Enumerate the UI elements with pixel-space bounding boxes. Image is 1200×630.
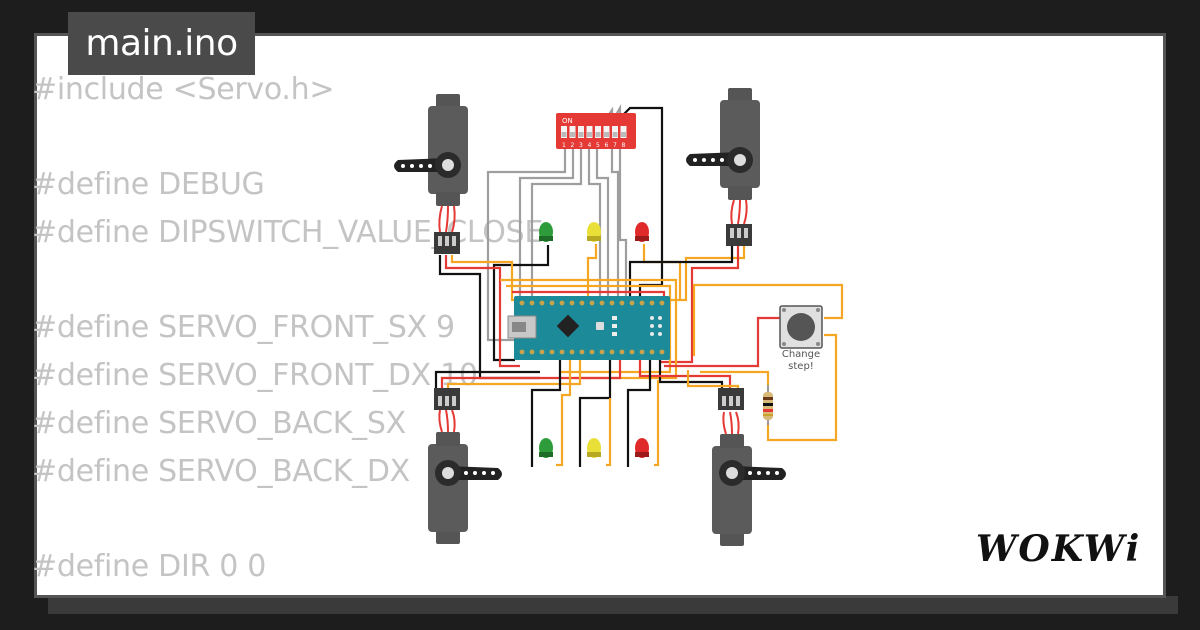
wire-resistor-top <box>700 370 770 385</box>
wire-led-y-bot-o <box>606 398 612 467</box>
header-pin <box>589 300 595 306</box>
dip-number: 7 <box>613 142 617 149</box>
header-pin <box>579 300 585 306</box>
button-label-line1: Change <box>781 349 821 360</box>
dip-number: 2 <box>571 142 575 149</box>
led-red-top <box>635 222 649 242</box>
wire-servo-bl-orange <box>446 360 582 388</box>
header-pin <box>589 349 595 355</box>
wire-button-bot <box>766 333 838 442</box>
header-pin <box>559 349 565 355</box>
dip-on-label: ON <box>562 117 573 125</box>
header-pin <box>599 300 605 306</box>
dip-number: 1 <box>562 142 566 149</box>
wire-dip-1 <box>486 148 567 342</box>
wire-servo-tr-orange <box>660 246 746 302</box>
wire-led-g-bot-o <box>556 360 572 467</box>
wire-dip-5 <box>595 148 610 300</box>
header-pin <box>539 349 545 355</box>
mcu-chip <box>556 314 580 338</box>
code-line: #define DEBUG <box>32 167 265 203</box>
led-yellow-bottom <box>587 438 601 458</box>
header-pin <box>529 300 535 306</box>
header-pin <box>629 300 635 306</box>
dip-number: 5 <box>596 142 600 149</box>
change-step-button[interactable] <box>779 305 823 349</box>
page-shadow <box>48 596 1178 614</box>
header-pin <box>559 300 565 306</box>
header-pin <box>549 349 555 355</box>
wire-led-g-bot <box>530 360 562 467</box>
header-pin <box>569 300 575 306</box>
file-tab[interactable]: main.ino <box>68 12 255 75</box>
header-pin <box>579 349 585 355</box>
header-pin <box>519 349 525 355</box>
wokwi-logo: WOKWi <box>976 528 1142 570</box>
header-pin <box>549 300 555 306</box>
wire-dip-4 <box>587 148 602 300</box>
header-pin <box>639 349 645 355</box>
button-label-line2: step! <box>788 361 814 372</box>
led-red-bottom <box>635 438 649 458</box>
servo-back-right[interactable] <box>712 388 786 546</box>
wire-servo-tl-red <box>444 255 520 368</box>
led-green-bottom <box>539 438 553 458</box>
code-line: #define SERVO_FRONT_SX 9 <box>32 310 455 346</box>
wire-servo-bl-black <box>434 370 540 388</box>
header-pin <box>629 349 635 355</box>
code-line: #define SERVO_BACK_DX <box>32 453 410 489</box>
wire-led-y-bot <box>578 360 612 467</box>
dip-number: 4 <box>588 142 592 149</box>
led-yellow-top <box>587 222 601 242</box>
wire-dip-2 <box>518 148 575 300</box>
header-pin <box>659 349 665 355</box>
code-line: #define DIR 0 0 <box>32 548 267 584</box>
resistor <box>763 385 773 425</box>
header-pin <box>619 349 625 355</box>
dip-number: 6 <box>605 142 609 149</box>
wires <box>434 103 844 467</box>
servo-front-left[interactable] <box>394 94 468 254</box>
wire-servo-bl-red <box>440 360 622 388</box>
header-pin <box>639 300 645 306</box>
header-pin <box>649 300 655 306</box>
code-line: #define SERVO_BACK_SX <box>32 405 406 441</box>
wire-servo-tr-red <box>660 246 740 364</box>
servo-front-right[interactable] <box>686 88 760 246</box>
header-pin <box>569 349 575 355</box>
servo-back-left[interactable] <box>428 388 502 544</box>
led-green-top <box>539 222 553 242</box>
code-line: #define SERVO_FRONT_DX 10 <box>32 358 478 394</box>
header-pin <box>539 300 545 306</box>
header-pin <box>649 349 655 355</box>
wire-dip-7 <box>612 103 628 300</box>
wire-dip-8 <box>622 106 664 300</box>
code-line: #include <Servo.h> <box>32 72 335 107</box>
header-pin <box>519 300 525 306</box>
header-pin <box>659 300 665 306</box>
wire-led-r-bot-o <box>654 380 660 467</box>
wire-servo-tl-orange <box>450 255 540 302</box>
arduino-nano-board[interactable] <box>507 296 670 360</box>
button-label: Change step! <box>770 349 832 373</box>
header-pin <box>609 349 615 355</box>
wire-servo-br-red <box>638 360 732 390</box>
header-pin <box>609 300 615 306</box>
dip-number: 8 <box>622 142 626 149</box>
code-editor-background: #include <Servo.h> #define DEBUG #define D… <box>32 66 543 591</box>
dip-number: 3 <box>579 142 583 149</box>
wire-led-r-bot <box>626 360 652 467</box>
header-pin <box>619 300 625 306</box>
code-line: #define DIPSWITCH_VALUE_CLOSE <box>32 215 543 251</box>
wire-bus-1 <box>500 278 678 380</box>
wire-dip-3 <box>530 148 583 300</box>
wire-button-left <box>664 316 780 368</box>
header-pin <box>599 349 605 355</box>
header-pin <box>529 349 535 355</box>
wire-button-right <box>692 283 844 356</box>
